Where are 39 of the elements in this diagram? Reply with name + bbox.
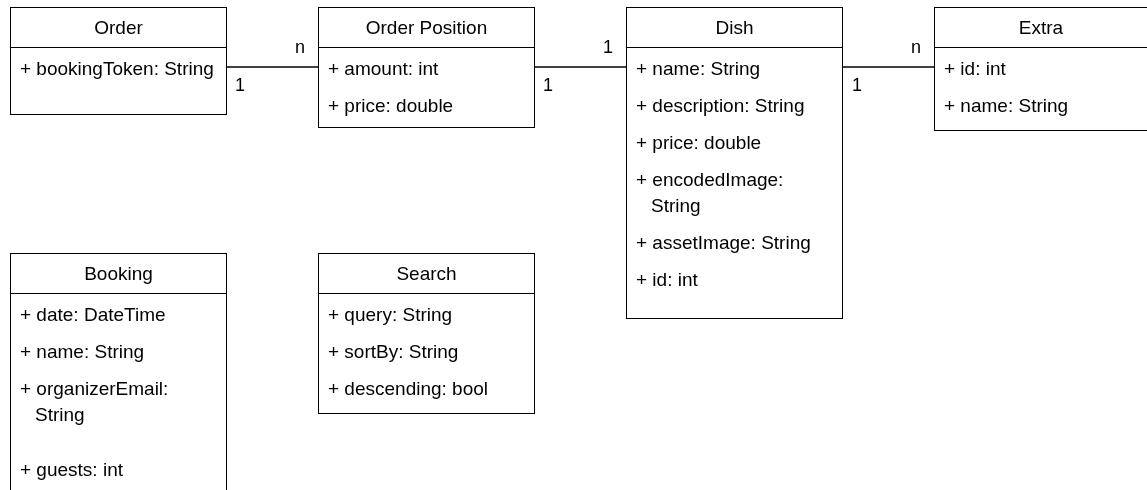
attribute-text: + price: double <box>635 131 763 155</box>
attribute-text: + amount: int <box>327 57 440 81</box>
class-name: Dish <box>627 8 842 48</box>
class-box <box>626 7 843 319</box>
attribute-text: + date: DateTime <box>19 303 167 327</box>
association-line <box>534 66 627 68</box>
attribute-text: + description: String <box>635 94 806 118</box>
attribute-text: + assetImage: String <box>635 231 812 255</box>
attribute-text: + name: String <box>943 94 1070 118</box>
attribute-text: + query: String <box>327 303 454 327</box>
attribute-text: + guests: int <box>19 458 124 482</box>
multiplicity-label: n <box>295 37 305 58</box>
multiplicity-label: 1 <box>603 37 613 58</box>
attribute-text: + bookingToken: String <box>19 57 215 81</box>
attribute-text: + price: double <box>327 94 455 118</box>
attribute-text: + name: String <box>635 57 762 81</box>
association-line <box>842 66 935 68</box>
class-box <box>934 7 1147 131</box>
attribute-text: + organizerEmail: String <box>19 377 170 427</box>
class-name: Order <box>11 8 226 48</box>
class-name: Booking <box>11 254 226 294</box>
multiplicity-label: 1 <box>235 75 245 96</box>
attribute-text: + id: int <box>635 268 699 292</box>
multiplicity-label: n <box>911 37 921 58</box>
attribute-text: + id: int <box>943 57 1007 81</box>
class-box <box>10 7 227 115</box>
class-name: Extra <box>935 8 1147 48</box>
multiplicity-label: 1 <box>543 75 553 96</box>
association-line <box>226 66 319 68</box>
attribute-text: + descending: bool <box>327 377 490 401</box>
class-box <box>10 253 227 490</box>
multiplicity-label: 1 <box>852 75 862 96</box>
attribute-text: + sortBy: String <box>327 340 460 364</box>
class-box <box>318 253 535 414</box>
class-name: Search <box>319 254 534 294</box>
class-box <box>318 7 535 128</box>
attribute-text: + name: String <box>19 340 146 364</box>
attribute-text: + encodedImage: String <box>635 168 785 218</box>
class-name: Order Position <box>319 8 534 48</box>
